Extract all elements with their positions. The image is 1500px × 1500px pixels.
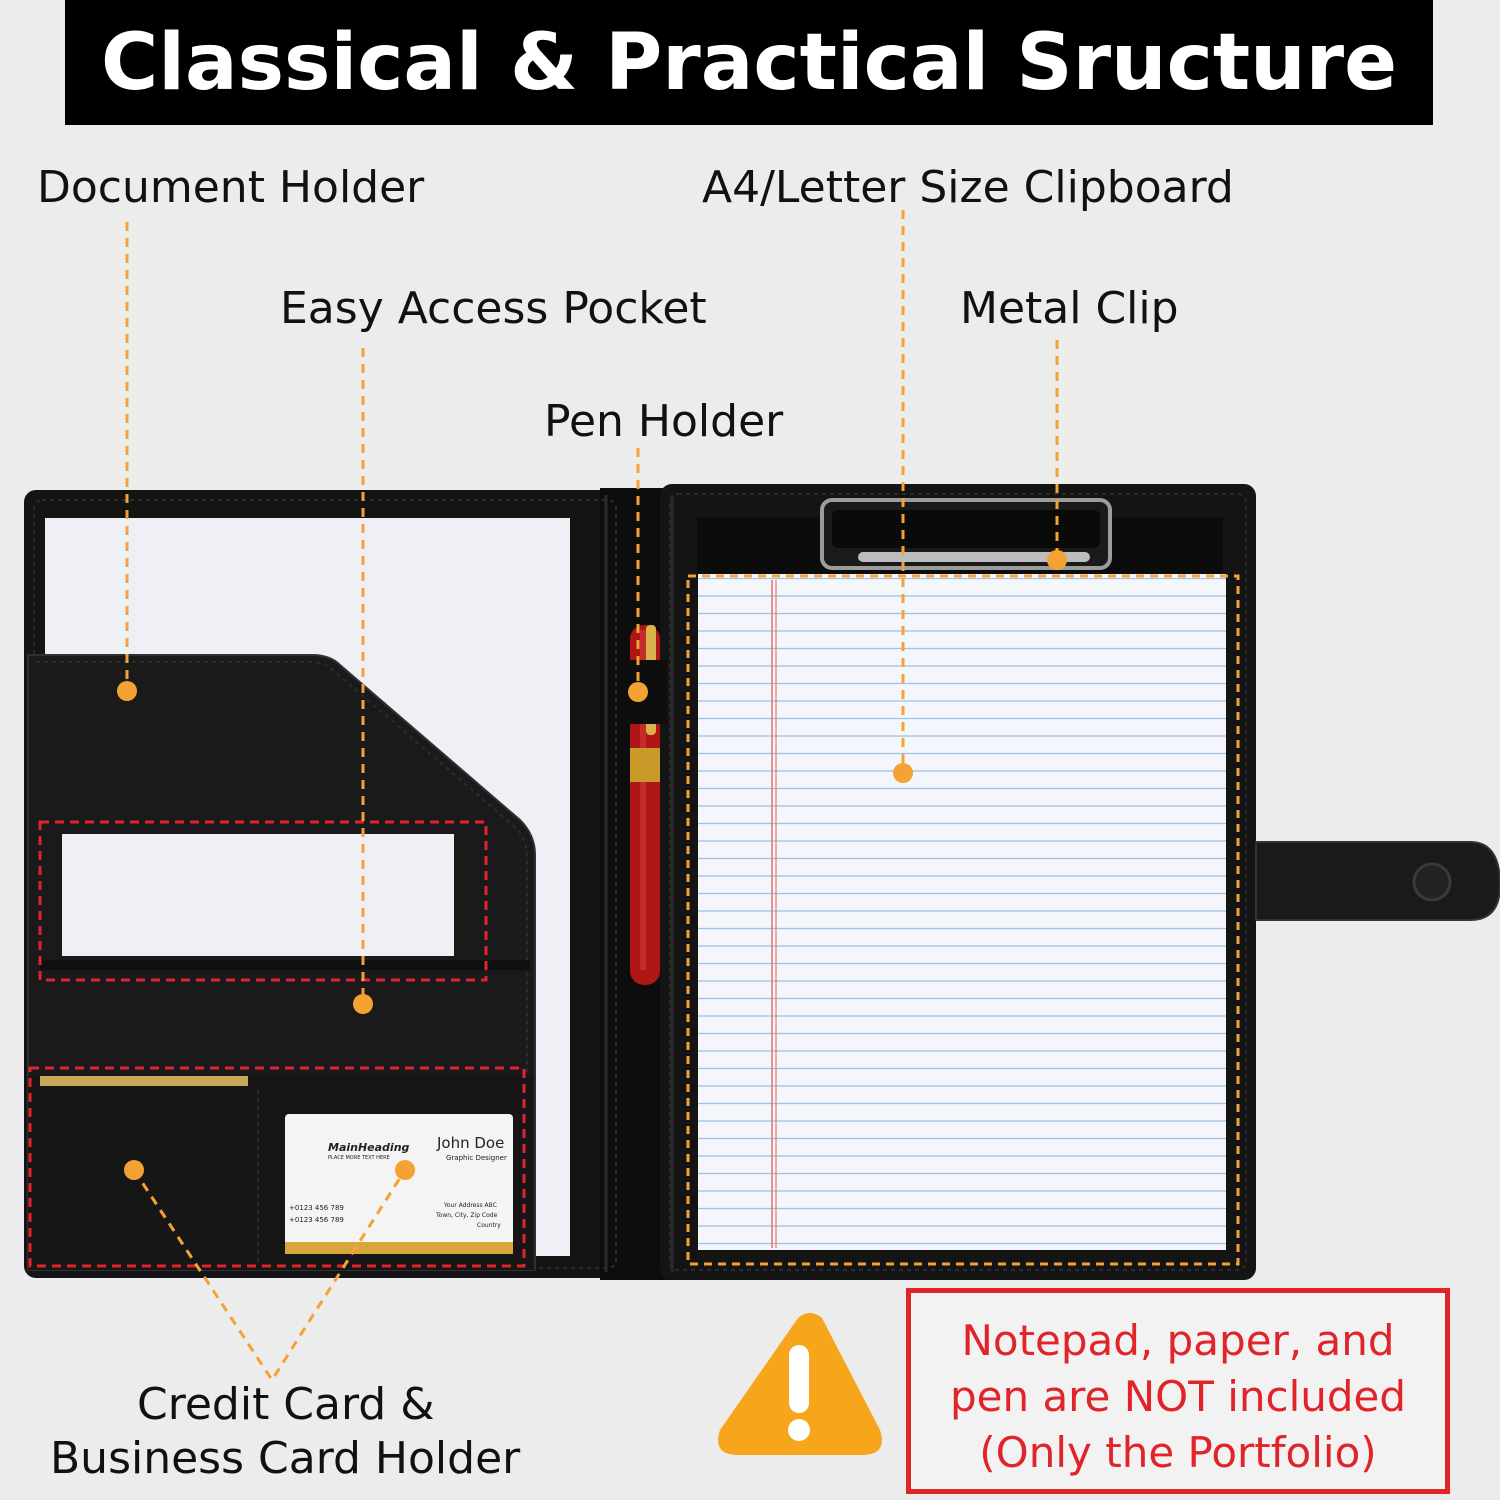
card-name: John Doe xyxy=(437,1134,505,1152)
notice-line-1: Notepad, paper, and xyxy=(961,1316,1395,1365)
notepad-outline xyxy=(686,574,1240,1266)
card-phone-2: +0123 456 789 xyxy=(289,1216,344,1224)
easy-access-paper xyxy=(62,834,454,956)
card-logo: MainHeading xyxy=(328,1141,410,1154)
page-title: Classical & Practical Sructure xyxy=(100,17,1398,108)
credit-card-edge xyxy=(40,1076,248,1086)
label-metal-clip: Metal Clip xyxy=(960,283,1179,334)
label-document-holder: Document Holder xyxy=(37,162,425,213)
card-address-3: Country xyxy=(477,1222,501,1229)
easy-access-outline xyxy=(38,820,488,982)
title-banner: Classical & Practical Sructure xyxy=(65,0,1433,125)
card-holder-outline xyxy=(28,1066,526,1268)
closure-tab xyxy=(1255,841,1500,921)
card-address-1: Your Address ABC xyxy=(444,1202,497,1209)
warning-icon xyxy=(718,1313,882,1455)
label-clipboard: A4/Letter Size Clipboard xyxy=(702,162,1234,213)
not-included-notice: Notepad, paper, and pen are NOT included… xyxy=(906,1288,1450,1494)
snap-button xyxy=(1412,862,1452,902)
label-easy-access-pocket: Easy Access Pocket xyxy=(280,283,707,334)
metal-clip xyxy=(820,498,1112,570)
card-phone-1: +0123 456 789 xyxy=(289,1204,344,1212)
pen xyxy=(627,625,667,985)
card-address-2: Town, City, Zip Code xyxy=(436,1212,498,1219)
notice-line-3: (Only the Portfolio) xyxy=(979,1428,1377,1477)
label-pen-holder: Pen Holder xyxy=(544,396,784,447)
card-tagline: PLACE MORE TEXT HERE xyxy=(328,1155,390,1161)
label-card-holder-line2: Business Card Holder xyxy=(50,1433,521,1484)
label-card-holder-line1: Credit Card & xyxy=(137,1379,435,1430)
leader-card-holder xyxy=(132,1169,407,1383)
business-card xyxy=(285,1114,513,1254)
notice-line-2: pen are NOT included xyxy=(949,1372,1407,1421)
card-role: Graphic Designer xyxy=(446,1154,507,1162)
